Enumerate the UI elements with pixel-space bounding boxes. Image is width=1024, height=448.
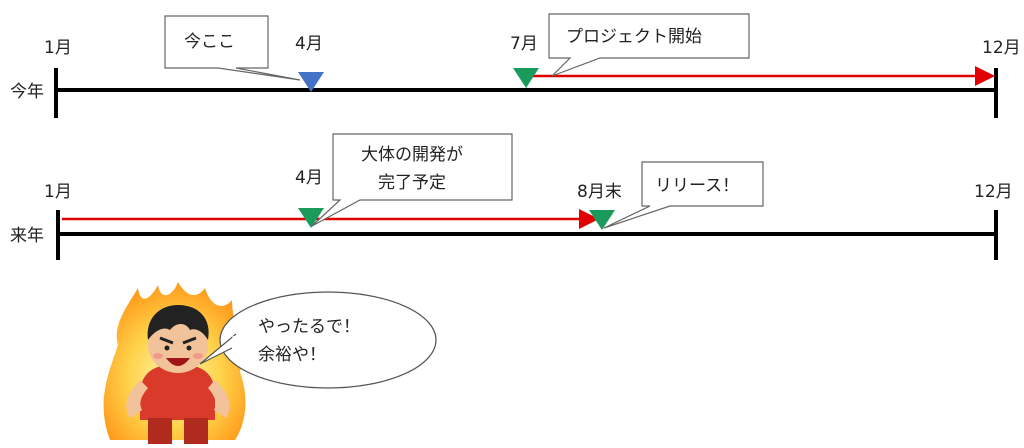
project-start-marker-triangle xyxy=(513,68,539,88)
marker-label-jul-this-year: 7月 xyxy=(510,34,538,54)
character-left-eyebrow xyxy=(159,336,174,345)
character-left-leg xyxy=(148,418,172,444)
dev-complete-marker-triangle xyxy=(298,208,324,228)
character-right-leg xyxy=(184,418,208,444)
character-left-cheek xyxy=(153,353,163,359)
character-mouth xyxy=(166,358,190,366)
now-marker-triangle xyxy=(298,72,324,92)
character-right-eyebrow xyxy=(182,336,197,345)
character-right-arm xyxy=(208,380,230,418)
callout-dev-complete: 大体の開発が 完了予定 xyxy=(311,133,513,227)
callout-release: リリース！ xyxy=(603,161,764,229)
fired-up-character-illustration xyxy=(103,282,246,444)
callout-now-text: 今ここ xyxy=(184,32,235,52)
start-month-label-this-year: 1月 xyxy=(44,38,72,58)
character-face xyxy=(148,317,208,373)
callout-now: 今ここ xyxy=(164,15,301,81)
end-month-label-this-year: 12月 xyxy=(982,38,1021,58)
end-month-label-next-year: 12月 xyxy=(974,182,1013,202)
callout-project-start: プロジェクト開始 xyxy=(548,13,750,77)
marker-label-aug-end-next-year: 8月末 xyxy=(577,182,622,202)
start-month-label-next-year: 1月 xyxy=(44,182,72,202)
row-label-next-year: 来年 xyxy=(10,226,44,246)
character-left-eye xyxy=(164,345,170,351)
character-hair xyxy=(147,305,209,340)
speech-line2: 余裕や！ xyxy=(258,345,326,365)
marker-label-apr-this-year: 4月 xyxy=(295,34,323,54)
speech-line1: やったるで！ xyxy=(258,317,360,337)
callout-dev-line2: 完了予定 xyxy=(378,173,446,193)
row-label-this-year: 今年 xyxy=(10,82,44,102)
callout-release-text: リリース！ xyxy=(655,176,739,196)
release-marker-triangle xyxy=(589,210,615,230)
callout-dev-line1: 大体の開発が xyxy=(361,145,463,165)
marker-label-apr-next-year: 4月 xyxy=(295,168,323,188)
character-left-arm xyxy=(126,380,148,418)
callout-project-start-text: プロジェクト開始 xyxy=(566,27,702,47)
character-speech-bubble: やったるで！ 余裕や！ xyxy=(199,291,437,389)
character-right-eye xyxy=(186,345,192,351)
character-shirt xyxy=(140,364,215,420)
character-right-cheek xyxy=(193,353,203,359)
